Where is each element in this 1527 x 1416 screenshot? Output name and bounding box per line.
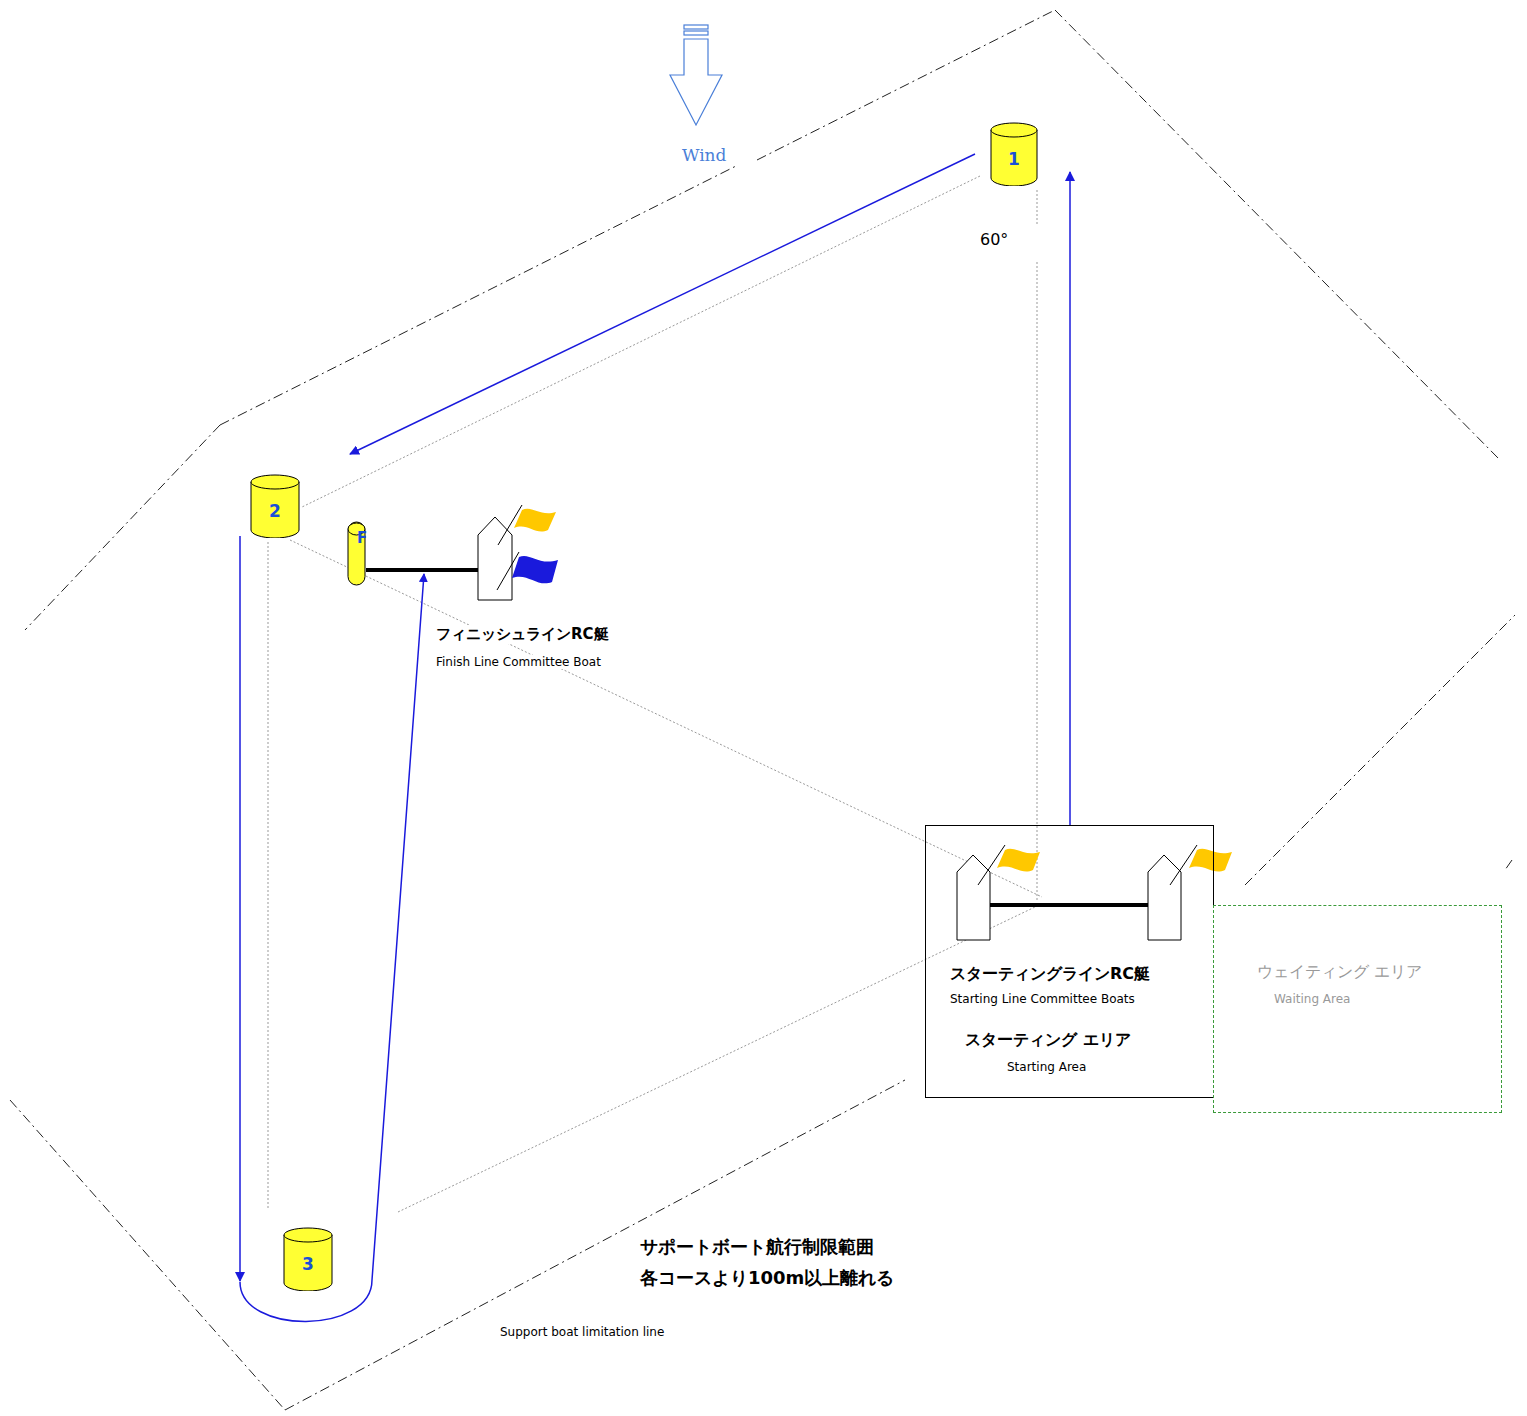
boat-label: Finish Line Committee Boat	[434, 655, 603, 669]
course-mark: 3	[283, 1227, 333, 1291]
starting-line	[988, 903, 1150, 907]
course-leg	[350, 154, 975, 454]
course-leg	[1069, 172, 1071, 825]
area-label: スターティングラインRC艇	[948, 964, 1152, 985]
course-leg	[239, 536, 241, 1281]
area-label: Waiting Area	[1272, 992, 1352, 1006]
mark-number: 1	[1008, 149, 1020, 169]
starting-area: スターティングラインRC艇 Starting Line Committee Boa…	[925, 825, 1214, 1098]
course-mark: 1	[990, 122, 1038, 186]
area-label: Starting Area	[1005, 1060, 1088, 1074]
course-leg	[240, 574, 424, 1322]
wind-arrow	[670, 25, 722, 125]
finish-committee-boat	[478, 505, 558, 600]
waiting-area: ウェイティング エリア Waiting Area	[1213, 905, 1502, 1113]
finish-mark: F	[347, 521, 366, 586]
note-text: サポートボート航行制限範囲	[638, 1235, 876, 1259]
mark-number: 3	[302, 1254, 314, 1274]
area-label: スターティング エリア	[963, 1030, 1133, 1051]
course-mark: 2	[250, 474, 300, 538]
area-label: Starting Line Committee Boats	[948, 992, 1137, 1006]
boat-label: フィニッシュラインRC艇	[434, 625, 611, 644]
area-label: ウェイティング エリア	[1255, 962, 1424, 983]
note-text: 各コースより100m以上離れる	[638, 1266, 896, 1290]
limitation-line	[10, 10, 1515, 1410]
wind-label: Wind	[680, 145, 728, 165]
finish-line	[366, 568, 478, 572]
mark-number: F	[357, 529, 367, 547]
starting-committee-boat	[957, 845, 1040, 940]
angle-label: 60°	[978, 230, 1010, 249]
note-text: Support boat limitation line	[498, 1325, 666, 1339]
mark-number: 2	[269, 501, 281, 521]
